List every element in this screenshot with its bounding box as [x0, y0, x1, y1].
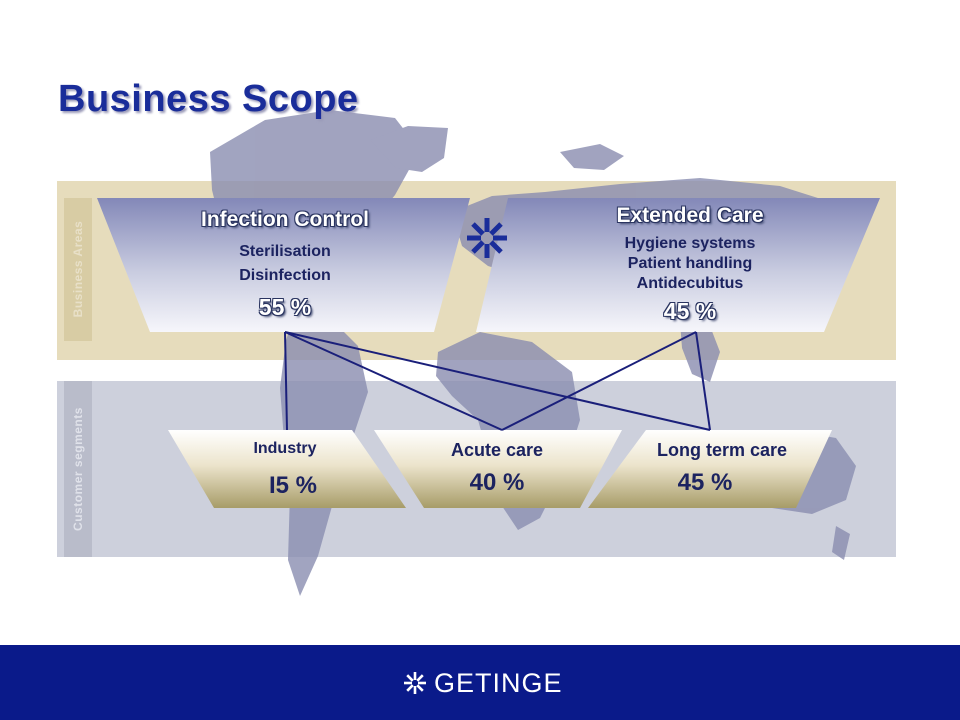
- getinge-logo-star-icon: [404, 672, 426, 694]
- infection-control-shape: [97, 198, 470, 332]
- extended-care-item: Antidecubitus: [636, 275, 744, 292]
- connector-infection-industry: [284, 331, 288, 431]
- connector-infection-acute: [284, 331, 503, 431]
- getinge-star-icon: [467, 218, 507, 258]
- infection-control-title: Infection Control: [201, 208, 369, 231]
- page-title: Business Scope: [58, 78, 359, 120]
- customer-segments-label-bar: [64, 381, 92, 557]
- footer-bar: [0, 645, 960, 720]
- long-term-care-segment-share: 45 %: [677, 469, 733, 496]
- extended-care-title: Extended Care: [616, 204, 764, 227]
- acute-care-segment-label: Acute care: [450, 440, 544, 460]
- industry-segment-label: Industry: [253, 440, 317, 457]
- connector-extended-acute: [501, 331, 697, 431]
- connector-extended-longterm: [695, 331, 711, 431]
- industry-segment-shape: [168, 430, 406, 508]
- brand-name: GETINGE: [434, 667, 563, 698]
- extended-care-shape: [476, 198, 880, 332]
- getinge-logo: GETINGE: [402, 666, 563, 700]
- industry-segment-share: I5 %: [268, 472, 318, 499]
- connector-lines: [284, 331, 711, 431]
- long-term-care-segment-shape: [588, 430, 832, 508]
- infection-control-item: Sterilisation: [239, 243, 331, 260]
- extended-care-share: 45 %: [663, 298, 717, 324]
- infection-control-share: 55 %: [258, 294, 312, 320]
- infection-control-item: Disinfection: [239, 267, 331, 284]
- business-areas-label: Business Areas: [71, 220, 85, 318]
- connector-infection-longterm: [284, 331, 711, 431]
- extended-care-item: Patient handling: [627, 255, 753, 272]
- acute-care-segment-share: 40 %: [469, 469, 525, 496]
- acute-care-segment-shape: [374, 430, 622, 508]
- long-term-care-segment-label: Long term care: [656, 440, 788, 460]
- customer-segments-label: Customer segments: [71, 407, 85, 531]
- extended-care-item: Hygiene systems: [624, 235, 756, 252]
- business-areas-label-bar: [64, 198, 92, 341]
